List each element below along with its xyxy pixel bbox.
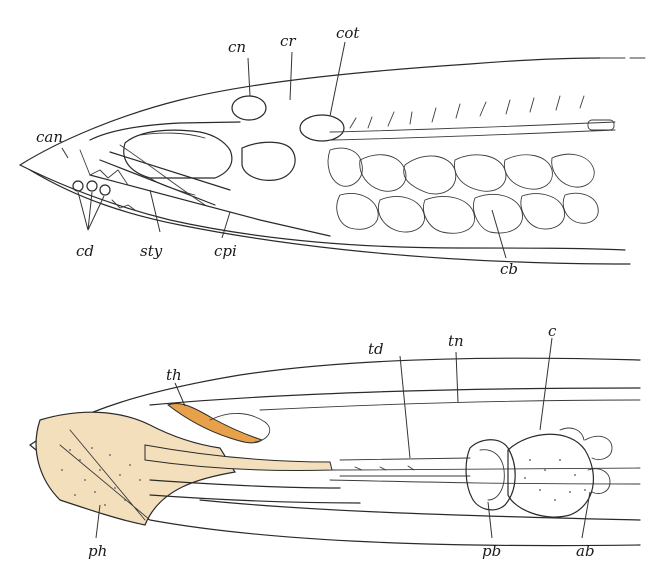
label-cn: cn [228,38,246,56]
label-cr: cr [280,32,296,50]
lower-figure: th td tn c ph pb ab [30,322,640,572]
label-cd: cd [76,242,94,260]
upper-figure: can cn cr cot cd sty cpi cb [20,24,645,281]
label-c: c [548,322,557,340]
label-pb: pb [482,542,501,560]
th-structure [168,403,262,442]
label-can: can [36,128,63,146]
label-tn: tn [448,332,464,350]
label-cot: cot [336,24,360,42]
label-ph: ph [88,542,107,560]
label-td: td [368,340,384,358]
label-ab: ab [576,542,595,560]
label-cb: cb [500,260,518,278]
cell-network [328,96,615,233]
label-th: th [166,366,182,384]
label-cpi: cpi [214,242,237,260]
label-sty: sty [140,242,163,260]
